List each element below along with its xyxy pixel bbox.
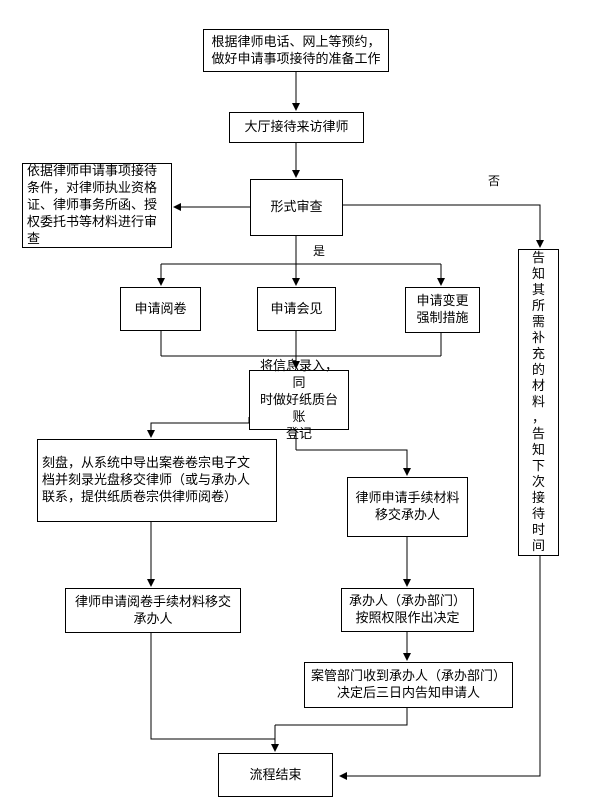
- notify-applicant-box: 案管部门收到承办人（承办部门） 决定后三日内告知申请人: [304, 662, 513, 708]
- info-entry-box: 将信息录入，同 时做好纸质台账 登记: [249, 359, 349, 442]
- formal-review-box: 形式审查: [250, 179, 343, 236]
- line-notify-to-end: [275, 708, 408, 726]
- arrow-entry-to-transfer: [296, 449, 411, 476]
- line-read-procedure-to-end: [150, 633, 275, 740]
- arrow-supplement-to-end: [339, 556, 541, 780]
- notify-supplement-box: 告 知 其 所 需 补 充 的 材 料 ， 告 知 下 次 接 待 时 间: [518, 249, 559, 556]
- arrow-entry-to-disc: [147, 422, 249, 438]
- read-procedure-transfer-box: 律师申请阅卷手续材料移交 承办人: [65, 588, 241, 633]
- burn-disc-box: 刻盘，从系统中导出案卷卷宗电子文 档并刻录光盘移交律师（或与承办人 联系，提供纸…: [37, 439, 277, 522]
- no-label: 否: [488, 174, 501, 188]
- handler-decision-box: 承办人（承办部门） 按照权限作出决定: [341, 588, 474, 632]
- hall-reception-box: 大厅接待来访律师: [229, 112, 364, 143]
- lawyer-procedure-transfer-box: 律师申请手续材料 移交承办人: [347, 477, 468, 537]
- review-basis-box: 依据律师申请事项接待 条件，对律师执业资格 证、律师事务所函、授 权委托书等材料…: [22, 163, 172, 248]
- process-end-box: 流程结束: [218, 753, 333, 797]
- apply-change-measures-box: 申请变更 强制措施: [405, 287, 480, 333]
- yes-label: 是: [313, 244, 326, 258]
- apply-read-file-box: 申请阅卷: [120, 287, 201, 331]
- apply-meeting-box: 申请会见: [257, 287, 336, 331]
- arrow-review-no-branch: [343, 204, 544, 248]
- reservation-prep-box: 根据律师电话、网上等预约， 做好申请事项接待的准备工作: [203, 29, 389, 72]
